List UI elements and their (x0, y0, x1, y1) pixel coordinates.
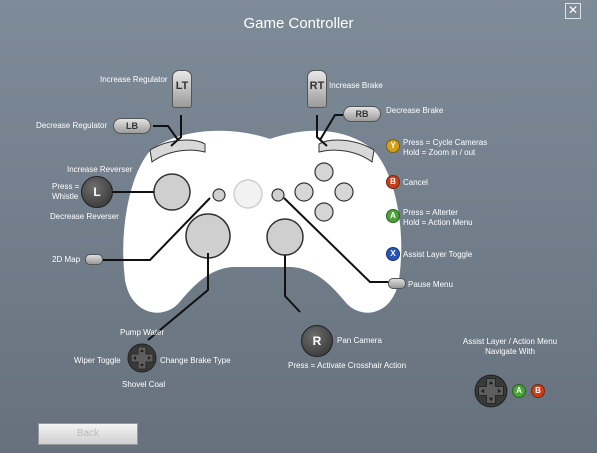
start-button[interactable] (388, 278, 406, 289)
back-button-shape (212, 188, 226, 202)
label-decrease-reverser: Decrease Reverser (50, 212, 119, 221)
y-button[interactable]: Y (386, 139, 400, 153)
face-a-shape (314, 202, 334, 222)
back-button[interactable]: Back (38, 423, 138, 445)
dpad-icon[interactable] (127, 343, 157, 373)
navigate-b-button: B (531, 384, 545, 398)
a-button[interactable]: A (386, 209, 400, 223)
label-wiper-toggle: Wiper Toggle (74, 356, 121, 365)
label-increase-regulator: Increase Regulator (100, 75, 168, 84)
label-x-action: Assist Layer Toggle (403, 250, 473, 259)
label-increase-reverser: Increase Reverser (67, 165, 133, 174)
left-bumper-shape (149, 139, 206, 163)
dpad-shape (185, 213, 231, 259)
label-pan-camera: Pan Camera (337, 336, 382, 345)
face-y-shape (314, 162, 334, 182)
label-decrease-regulator: Decrease Regulator (36, 121, 108, 130)
face-x-shape (294, 182, 314, 202)
label-press-whistle: Press = Whistle (52, 182, 80, 201)
rb-bumper[interactable]: RB (343, 106, 381, 122)
left-stick-shape (153, 173, 191, 211)
left-stick[interactable]: L (81, 176, 113, 208)
start-button-shape (271, 188, 285, 202)
right-bumper-shape (318, 139, 375, 163)
label-2d-map: 2D Map (52, 255, 81, 264)
label-b-action: Cancel (403, 178, 428, 187)
label-change-brake-type: Change Brake Type (160, 356, 231, 365)
right-stick-shape (266, 218, 304, 256)
lt-trigger[interactable]: LT (172, 70, 192, 108)
right-stick[interactable]: R (301, 325, 333, 357)
b-button[interactable]: B (386, 175, 400, 189)
close-icon[interactable]: ✕ (565, 3, 581, 19)
face-b-shape (334, 182, 354, 202)
label-shovel-coal: Shovel Coal (122, 380, 166, 389)
label-assist-layer-menu: Assist Layer / Action Menu Navigate With (462, 337, 558, 356)
guide-button-shape (233, 179, 263, 209)
page-title: Game Controller (243, 15, 354, 32)
back-select-button[interactable] (85, 254, 103, 265)
label-y-action: Press = Cycle Cameras Hold = Zoom in / o… (403, 138, 488, 157)
label-pump-water: Pump Water (120, 328, 165, 337)
label-pause-menu: Pause Menu (408, 280, 453, 289)
lb-bumper[interactable]: LB (113, 118, 151, 134)
rt-trigger[interactable]: RT (307, 70, 327, 108)
x-button[interactable]: X (386, 247, 400, 261)
label-a-action: Press = Alterter Hold = Action Menu (403, 208, 473, 227)
controller-body (123, 130, 402, 313)
dpad-navigate-icon (474, 374, 508, 408)
navigate-a-button: A (512, 384, 526, 398)
label-crosshair-action: Press = Activate Crosshair Action (288, 361, 407, 370)
label-increase-brake: Increase Brake (329, 81, 383, 90)
label-decrease-brake: Decrease Brake (386, 106, 444, 115)
